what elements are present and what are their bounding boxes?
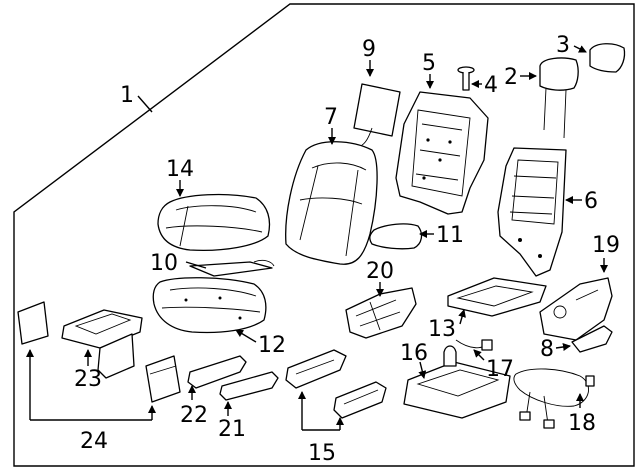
part-21-trim-strip	[219, 371, 279, 401]
callout-3: 3	[556, 33, 570, 58]
part-7-back-cushion	[285, 141, 378, 265]
part-24-covers	[17, 301, 181, 403]
callout-4: 4	[484, 73, 498, 98]
callout-11: 11	[436, 223, 464, 248]
part-12-seat-pad	[152, 277, 267, 334]
callout-12: 12	[258, 333, 286, 358]
callout-16: 16	[400, 341, 428, 366]
callout-10: 10	[150, 251, 178, 276]
part-23-bracket	[61, 309, 143, 379]
callout-21: 21	[218, 417, 246, 442]
part-9-back-panel	[353, 83, 401, 149]
part-16-adjuster	[403, 345, 511, 419]
callout-22: 22	[180, 403, 208, 428]
callout-19: 19	[592, 233, 620, 258]
callout-9: 9	[362, 37, 376, 62]
callout-15: 15	[308, 441, 336, 466]
part-3-headrest-cover	[589, 43, 626, 73]
part-6-back-frame-metal	[497, 147, 567, 277]
callout-labels: 1 9 5 4 2 3 7 6 14 11 10 19 20 12 13 8 1…	[74, 33, 620, 466]
part-18-wiring	[513, 368, 595, 429]
callout-5: 5	[422, 51, 436, 76]
part-8-lever	[571, 325, 613, 353]
leader-lines	[26, 45, 608, 431]
callout-23: 23	[74, 367, 102, 392]
callout-18: 18	[568, 411, 596, 436]
part-14-seat-cover	[157, 193, 271, 252]
callout-17: 17	[486, 357, 514, 382]
part-20-side-shield	[345, 287, 417, 339]
part-5-back-frame	[395, 91, 489, 215]
callout-20: 20	[366, 259, 394, 284]
part-22-trim-strip	[187, 355, 247, 389]
assembly-boundary	[13, 3, 635, 467]
part-15-tracks	[285, 349, 387, 419]
part-4-guide	[457, 66, 475, 91]
part-13-seat-frame	[447, 277, 547, 317]
callout-1: 1	[120, 83, 134, 108]
callout-14: 14	[166, 157, 194, 182]
callout-2: 2	[504, 65, 518, 90]
part-10-heater-pad	[189, 259, 275, 277]
callout-13: 13	[428, 317, 456, 342]
callout-7: 7	[324, 105, 338, 130]
part-11-trim	[369, 223, 423, 250]
callout-6: 6	[584, 189, 598, 214]
part-19-outer-trim	[539, 277, 613, 341]
callout-8: 8	[540, 337, 554, 362]
part-2-headrest	[539, 57, 579, 139]
part-17-harness	[455, 339, 493, 351]
callout-24: 24	[80, 429, 108, 454]
